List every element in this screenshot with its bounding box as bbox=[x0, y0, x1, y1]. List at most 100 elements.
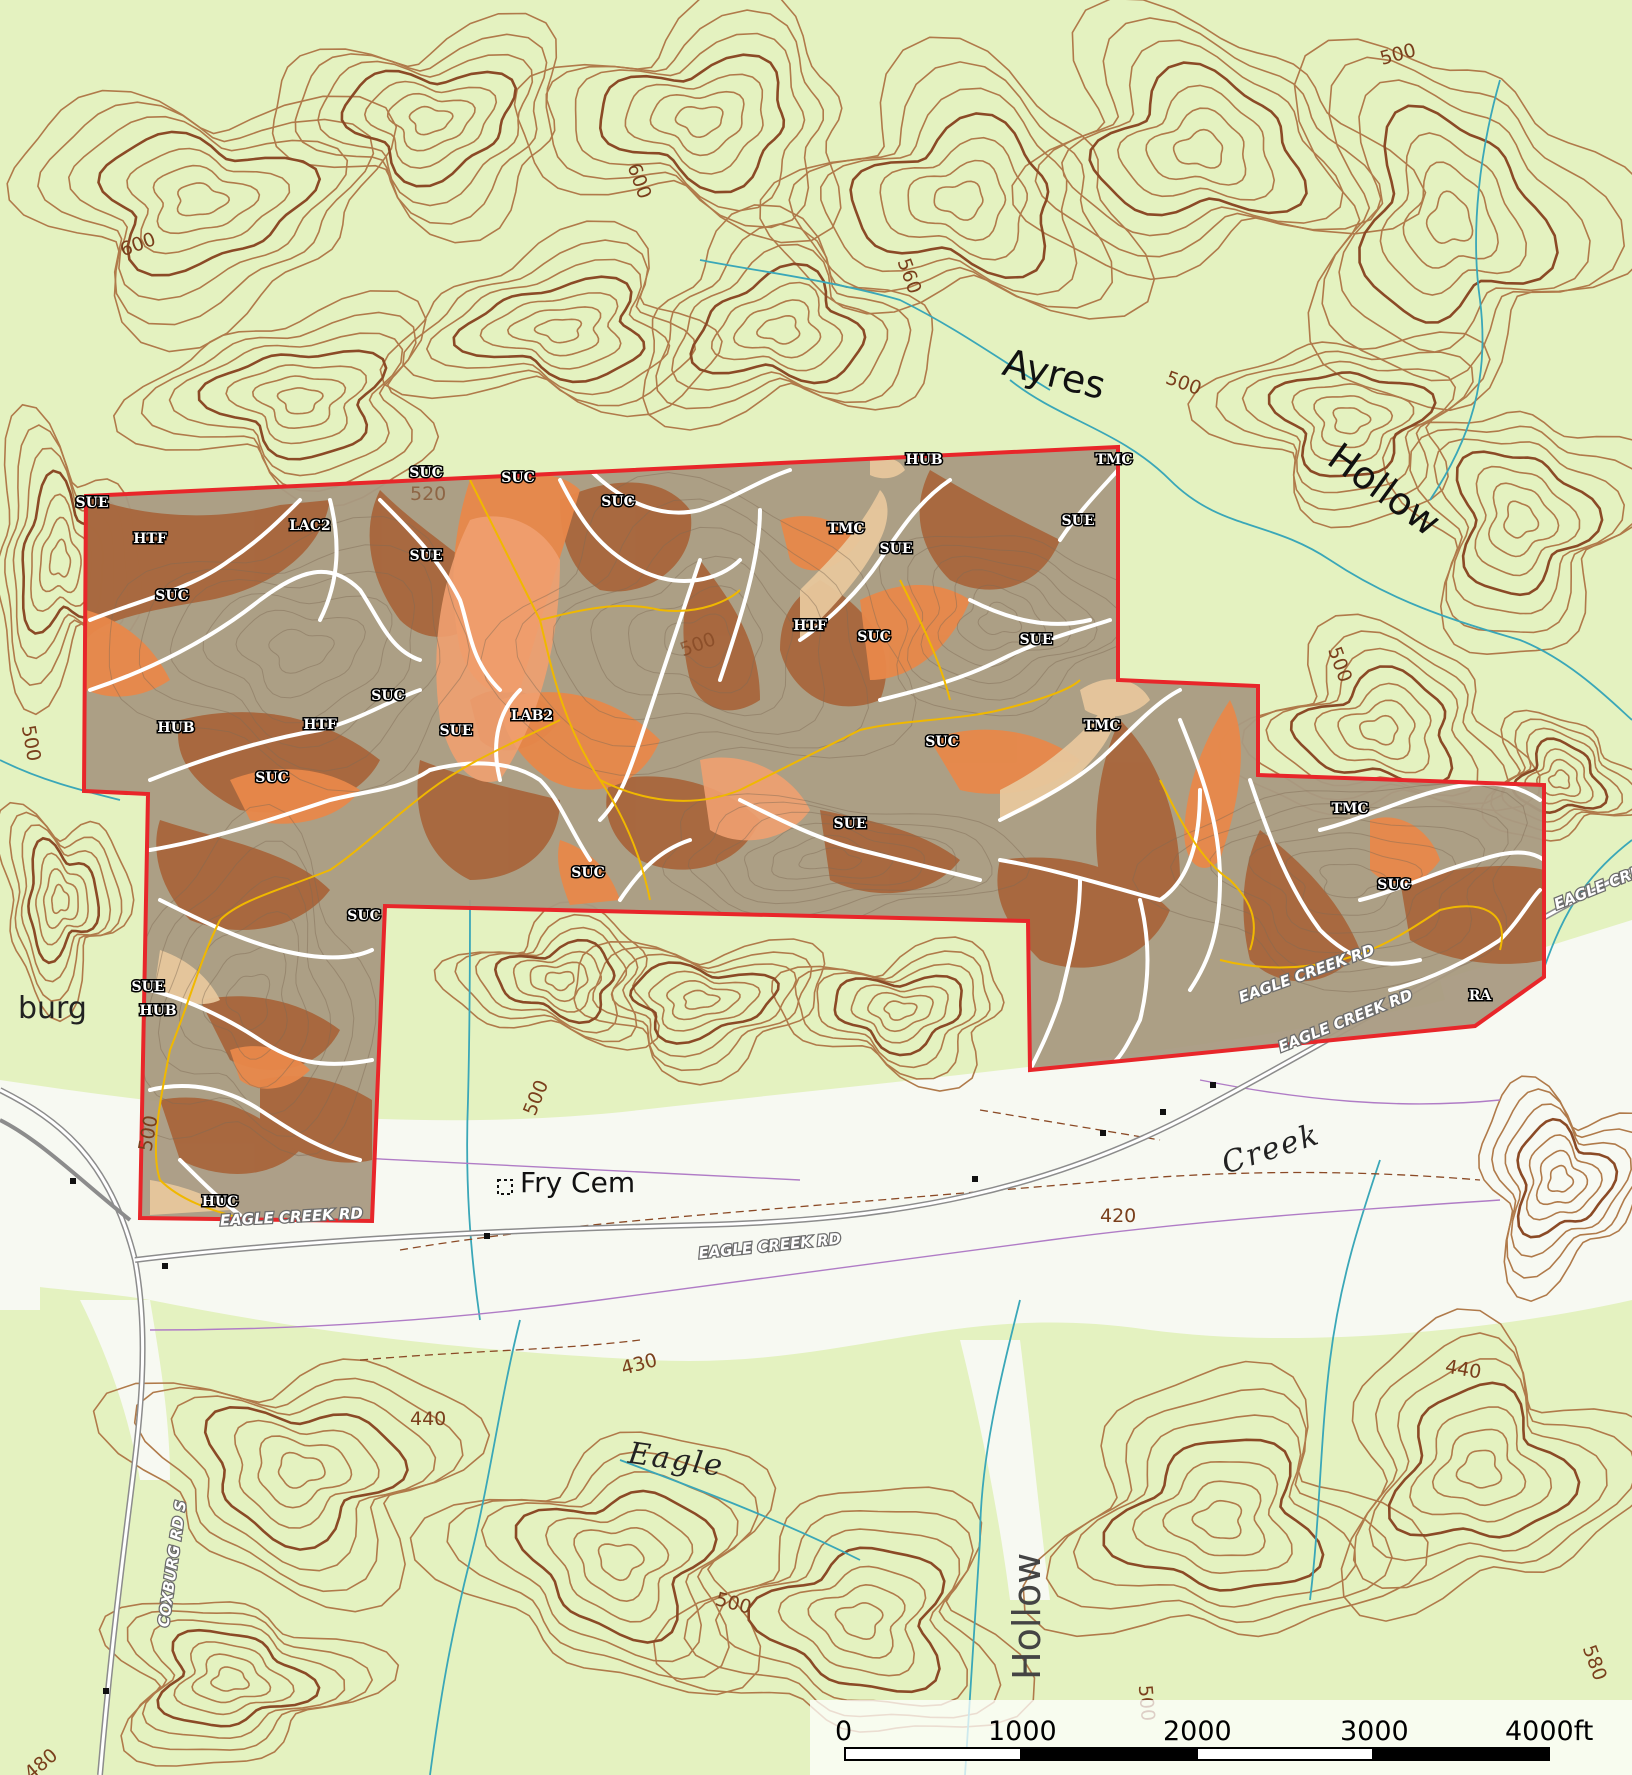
contour-line bbox=[8, 811, 123, 1002]
soil-unit-label: HTF bbox=[303, 717, 337, 733]
contour-line bbox=[408, 105, 454, 136]
contour-line bbox=[92, 1358, 491, 1613]
inner-contour-line bbox=[140, 840, 355, 1138]
contour-line bbox=[1352, 1332, 1632, 1590]
contour-line bbox=[233, 1419, 380, 1529]
cemetery-icon bbox=[497, 1179, 513, 1195]
inner-contour-line bbox=[590, 555, 794, 717]
soil-light-units[interactable] bbox=[150, 458, 1150, 1215]
contour-line bbox=[479, 292, 622, 370]
contour-line bbox=[1455, 450, 1604, 597]
contour-line bbox=[1102, 1438, 1325, 1592]
contour-line bbox=[1131, 1460, 1293, 1575]
inner-contour-line bbox=[715, 811, 957, 905]
inner-contour-line bbox=[743, 822, 926, 892]
contour-line bbox=[251, 375, 347, 430]
contour-line bbox=[867, 991, 934, 1033]
contour-line bbox=[665, 979, 741, 1021]
contour-line bbox=[849, 112, 1050, 280]
contour-line bbox=[1332, 407, 1372, 435]
contour-line bbox=[788, 61, 1114, 309]
contour-line bbox=[544, 970, 575, 992]
contour-line bbox=[1215, 350, 1474, 511]
contour-line bbox=[39, 516, 82, 594]
contour-line bbox=[512, 950, 603, 1013]
contour-line bbox=[475, 926, 628, 1034]
inner-contour-line bbox=[202, 592, 393, 724]
contour-line bbox=[710, 281, 844, 372]
scale-tick-label: 2000 bbox=[1163, 1716, 1232, 1747]
scale-bar: 0 1000 2000 3000 4000ft bbox=[810, 1700, 1632, 1775]
soil-unit-label: SUE bbox=[834, 816, 867, 832]
contour-line bbox=[1340, 1308, 1632, 1622]
inner-contour-line bbox=[662, 793, 1031, 931]
contour-line bbox=[276, 387, 324, 415]
soil-unit-label: TMC bbox=[1095, 452, 1132, 468]
soil-unit-label: SUC bbox=[409, 465, 442, 481]
contour-line bbox=[592, 946, 813, 1072]
contour-line bbox=[203, 1405, 409, 1551]
soil-unit-label: SUE bbox=[132, 979, 165, 995]
inner-contour-line bbox=[515, 498, 869, 749]
contour-line bbox=[1293, 38, 1632, 412]
contour-line bbox=[294, 33, 548, 225]
contour-line bbox=[1402, 161, 1499, 269]
contour-line bbox=[176, 182, 231, 217]
contour-line bbox=[756, 314, 801, 345]
contour-line bbox=[30, 493, 93, 613]
soil-unit-label: SUE bbox=[1062, 513, 1095, 529]
contour-line bbox=[573, 938, 826, 1086]
property-boundary[interactable] bbox=[81, 444, 1546, 1224]
contour-line bbox=[152, 164, 261, 235]
soil-unit-label: HUB bbox=[905, 452, 942, 468]
inner-contour-line bbox=[664, 613, 732, 669]
contour-line bbox=[210, 1666, 250, 1692]
soil-unit-label: SUC bbox=[1377, 877, 1410, 893]
soil-unit-label: TMC bbox=[1331, 801, 1368, 817]
contour-line bbox=[770, 936, 1005, 1092]
contour-line bbox=[816, 963, 977, 1069]
contour-line bbox=[1504, 1103, 1632, 1258]
contour-line bbox=[1491, 1088, 1632, 1279]
soil-unit-label: RA bbox=[1469, 988, 1493, 1004]
contour-line bbox=[340, 69, 518, 188]
contour-line bbox=[140, 311, 417, 493]
contour-line bbox=[197, 349, 388, 461]
soil-unit-label: SUE bbox=[880, 541, 913, 557]
contour-line bbox=[1191, 1499, 1243, 1540]
inner-contour-line bbox=[1319, 863, 1387, 899]
contour-line bbox=[0, 801, 135, 1023]
contour-line bbox=[225, 364, 368, 445]
inner-contour-line bbox=[1284, 847, 1423, 916]
soil-unit-label: HUC bbox=[202, 1194, 239, 1210]
contour-line bbox=[1431, 1428, 1527, 1507]
contour-line bbox=[271, 12, 558, 244]
contour-line bbox=[126, 147, 291, 255]
contour-line bbox=[6, 89, 398, 353]
contour-line bbox=[597, 1543, 645, 1582]
contour-line bbox=[454, 913, 639, 1043]
inner-contour-line bbox=[108, 515, 470, 793]
index-contours bbox=[21, 53, 1619, 1728]
contour-line bbox=[1116, 84, 1276, 201]
contour-line bbox=[1535, 1149, 1589, 1206]
contour-line bbox=[879, 136, 1029, 261]
contour-line bbox=[42, 868, 79, 930]
inner-contour-line bbox=[1169, 803, 1509, 973]
contour-line bbox=[257, 1435, 353, 1509]
building-markers bbox=[70, 1082, 1216, 1694]
contour-line bbox=[173, 1641, 295, 1716]
contour-label: 420 bbox=[1100, 1205, 1136, 1227]
scale-bar-background bbox=[810, 1700, 1632, 1775]
scale-tick-label: 1000 bbox=[988, 1716, 1057, 1747]
inner-contour-line bbox=[552, 526, 826, 735]
contour-line bbox=[409, 1431, 777, 1696]
contour-line bbox=[1267, 371, 1437, 478]
inner-contour-line bbox=[1248, 832, 1457, 934]
contour-line bbox=[833, 974, 963, 1057]
contour-line bbox=[506, 306, 602, 357]
contour-line bbox=[1425, 190, 1474, 245]
